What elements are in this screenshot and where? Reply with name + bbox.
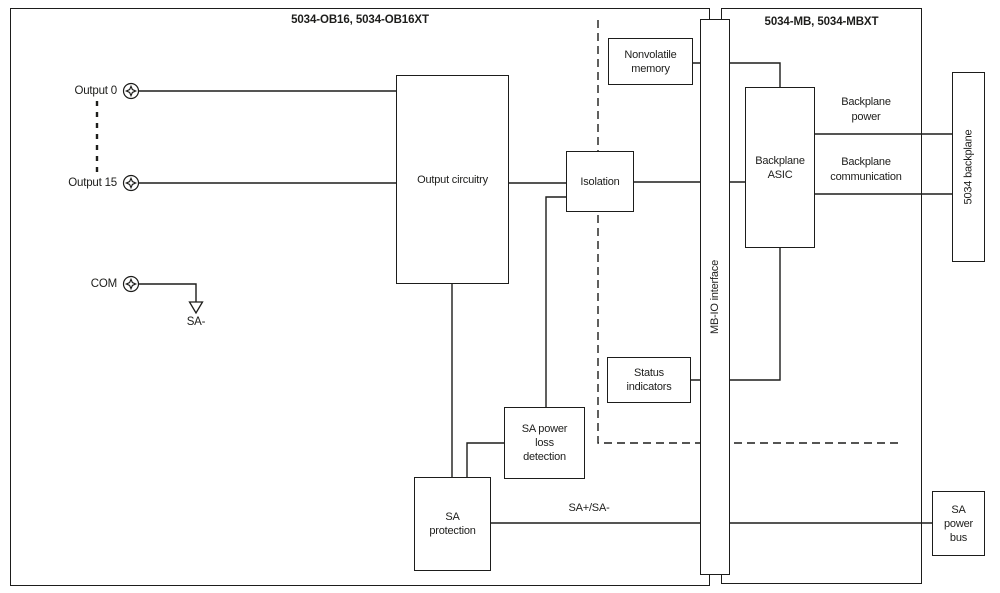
- sa-protection-label: SA protection: [429, 511, 476, 537]
- base-module-title: 5034-MB, 5034-MBXT: [764, 16, 879, 28]
- wire-lines: [138, 62, 952, 524]
- backplane-asic-label: Backplane ASIC: [755, 154, 805, 181]
- status-indicators-block: Status indicators: [607, 357, 691, 403]
- wire-isolation-sa-loss: [545, 196, 566, 407]
- backplane-communication-label: Backplane communication: [830, 156, 902, 183]
- output-circuitry-label: Output circuitry: [417, 173, 488, 186]
- ground-label: SA-: [186, 316, 206, 328]
- nonvolatile-memory-label: Nonvolatile memory: [624, 48, 677, 75]
- backplane-5034-label: 5034 backplane: [962, 129, 975, 205]
- terminal-label-com: COM: [90, 278, 117, 290]
- backplane-asic-block: Backplane ASIC: [745, 87, 815, 248]
- mb-io-interface-label: MB-IO interface: [709, 259, 721, 335]
- backplane-5034-block: 5034 backplane: [952, 72, 985, 262]
- sa-power-loss-detection-label: SA power loss detection: [521, 423, 568, 463]
- output-circuitry-block: Output circuitry: [396, 75, 509, 284]
- isolation-block: Isolation: [566, 151, 634, 212]
- isolation-boundary-dashed-line: [597, 20, 903, 444]
- sa-bus-label: SA+/SA-: [568, 502, 610, 514]
- backplane-power-label: Backplane power: [841, 96, 891, 123]
- terminal-label-output0: Output 0: [74, 85, 117, 97]
- screw-terminal-icon: [122, 275, 140, 293]
- sa-power-bus-block: SA power bus: [932, 491, 985, 556]
- screw-terminal-icon: [122, 174, 140, 192]
- sa-power-bus-label: SA power bus: [944, 503, 973, 544]
- status-indicators-label: Status indicators: [626, 367, 672, 393]
- screw-terminal-icon: [122, 82, 140, 100]
- sa-protection-block: SA protection: [414, 477, 491, 571]
- isolation-label: Isolation: [580, 175, 620, 188]
- nonvolatile-memory-block: Nonvolatile memory: [608, 38, 693, 85]
- io-module-title: 5034-OB16, 5034-OB16XT: [291, 14, 429, 26]
- wire-sa-loss-sa-protection: [466, 442, 504, 477]
- ground-arrow-icon: [188, 301, 204, 315]
- sa-power-loss-detection-block: SA power loss detection: [504, 407, 585, 479]
- terminal-label-output15: Output 15: [68, 177, 117, 189]
- wire-com-to-ground: [138, 283, 197, 302]
- mb-io-interface-block: MB-IO interface: [700, 19, 730, 575]
